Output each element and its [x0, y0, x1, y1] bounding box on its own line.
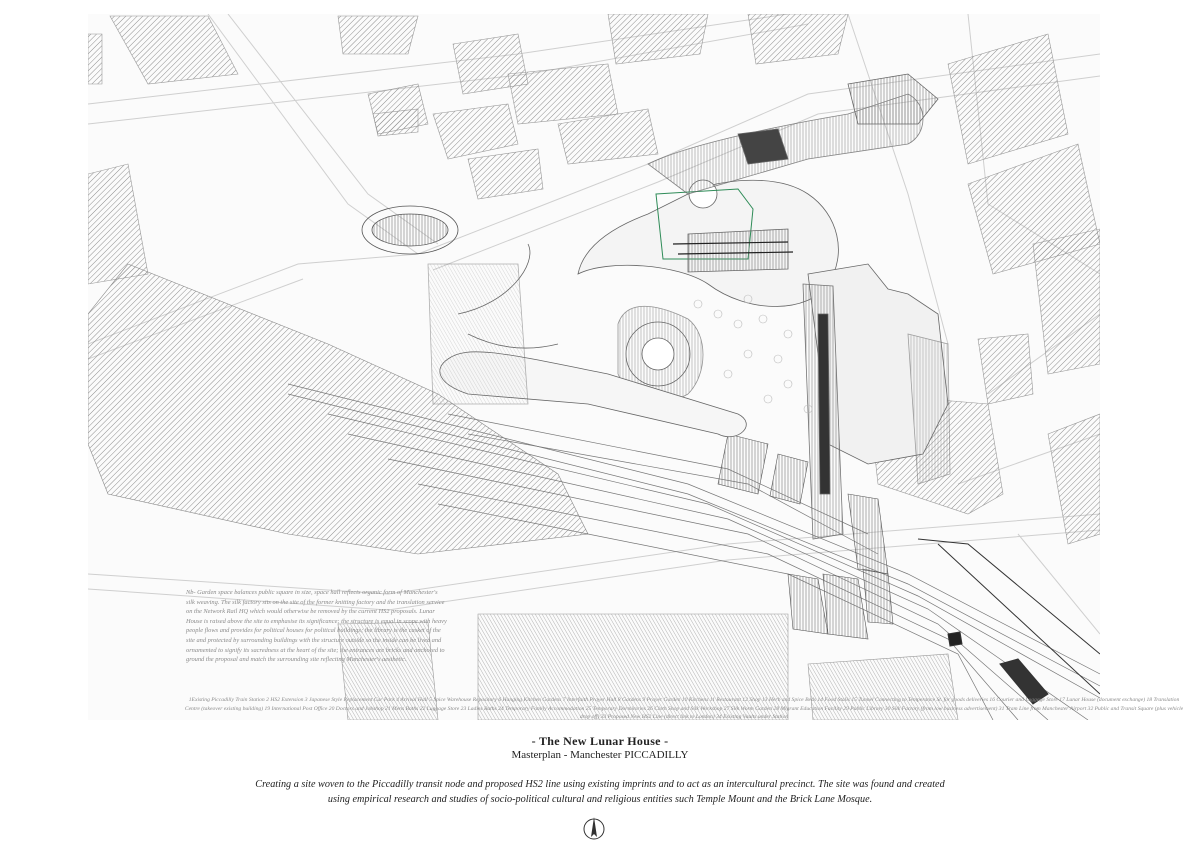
trees	[693, 294, 813, 414]
rail-lines	[287, 383, 1100, 720]
surrounding-buildings	[88, 14, 1100, 720]
page-title: - The New Lunar House -	[531, 734, 669, 748]
description-line-2: using empirical research and studies of …	[327, 794, 873, 805]
masterplan-drawing: Nb- Garden space balances public square …	[88, 14, 1183, 720]
tram-line	[917, 538, 1100, 705]
platform-canopies	[717, 433, 894, 640]
car-park	[361, 205, 459, 255]
description-line-1: Creating a site woven to the Piccadilly …	[255, 779, 945, 790]
plan-note: Nb- Garden space balances public square …	[186, 589, 447, 664]
central-site	[427, 73, 951, 540]
north-arrow-icon	[583, 817, 605, 840]
existing-station-shed	[88, 263, 589, 555]
site-plan-svg	[88, 14, 1100, 720]
page-subtitle: Masterplan - Manchester PICCADILLY	[511, 749, 689, 761]
plan-legend: 1Existing Piccadilly Train Station 2 HS2…	[184, 697, 1184, 720]
